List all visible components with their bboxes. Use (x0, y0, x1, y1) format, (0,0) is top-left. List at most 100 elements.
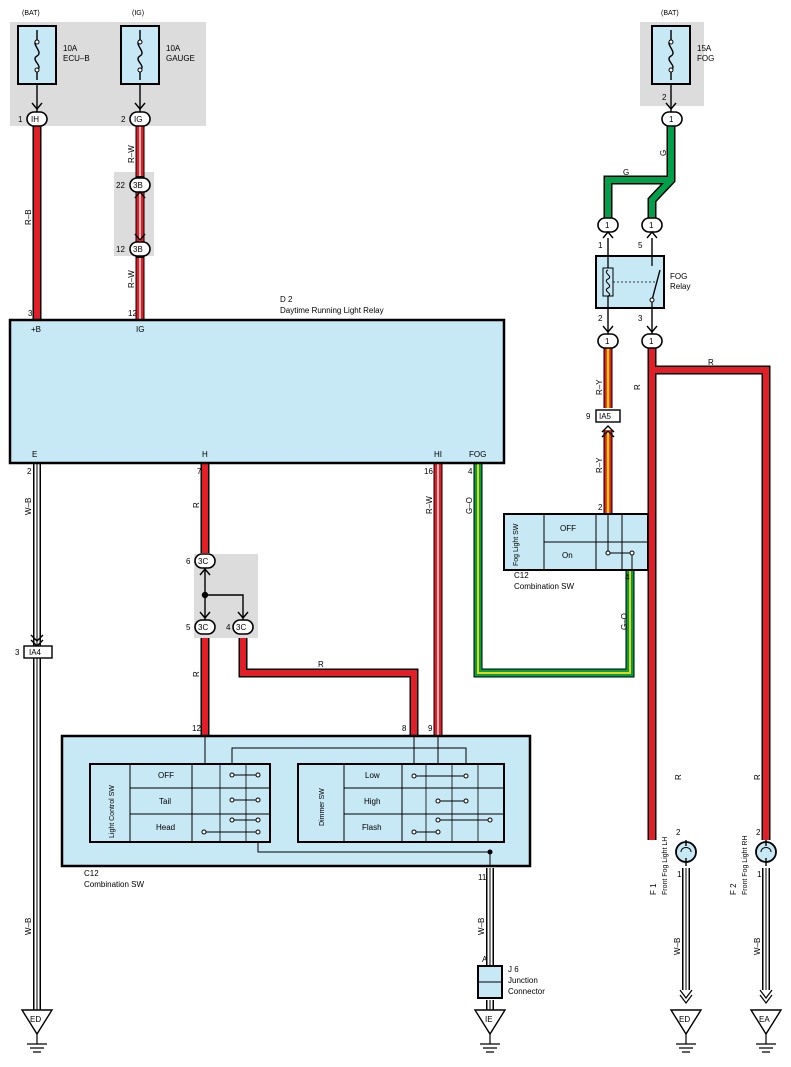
svg-text:2: 2 (676, 828, 681, 837)
svg-text:W–B: W–B (24, 918, 33, 935)
svg-text:R: R (192, 502, 201, 508)
svg-text:1: 1 (649, 221, 654, 230)
junction-connector: A J 6 Junction Connector (477, 955, 545, 999)
svg-text:H: H (202, 450, 208, 459)
white-black-wires (33, 463, 770, 1010)
svg-text:3: 3 (15, 648, 20, 657)
connector-ia4: IA4 3 (15, 634, 53, 659)
svg-text:W–B: W–B (673, 938, 682, 955)
ground-ie: IE (473, 1009, 507, 1053)
svg-text:(BAT): (BAT) (661, 10, 679, 17)
wire-labels: R–B R–W R–W W–B R R R R–W G–O G–O R–Y R–… (24, 145, 762, 955)
svg-text:F 2: F 2 (729, 883, 738, 895)
svg-text:1: 1 (605, 221, 610, 230)
svg-text:G: G (623, 168, 629, 177)
svg-text:3C: 3C (198, 623, 208, 632)
svg-text:W–B: W–B (24, 498, 33, 515)
svg-text:2: 2 (121, 115, 126, 124)
fog-light-lh: 2 1 F 1 Front Fog Light LH (649, 828, 697, 895)
green-orange-wire (473, 463, 635, 678)
svg-text:Fog Light SW: Fog Light SW (513, 523, 520, 566)
svg-text:3B: 3B (133, 181, 143, 190)
svg-text:OFF: OFF (560, 524, 576, 533)
svg-text:12: 12 (116, 245, 125, 254)
svg-text:G: G (659, 150, 668, 156)
connector-3b-top: 3B 22 (116, 177, 151, 199)
svg-text:W–B: W–B (477, 918, 486, 935)
svg-text:Light Control SW: Light Control SW (109, 785, 116, 838)
svg-text:22: 22 (116, 181, 125, 190)
svg-text:16: 16 (424, 467, 433, 476)
svg-text:R–W: R–W (425, 496, 434, 514)
svg-text:9: 9 (586, 412, 591, 421)
fog-light-rh: 2 1 F 2 Front Fog Light RH (729, 828, 777, 895)
connector-3b-bottom: 3B 12 (116, 233, 151, 257)
svg-text:1: 1 (669, 115, 674, 124)
daytime-running-light-relay: D 2 Daytime Running Light Relay 3 +B 12 … (8, 295, 506, 476)
svg-text:2: 2 (598, 314, 603, 323)
svg-text:IE: IE (485, 1015, 493, 1024)
ground-ed-left: ED (20, 1009, 54, 1053)
svg-text:11: 11 (478, 873, 487, 882)
svg-text:R: R (753, 774, 762, 780)
svg-text:7: 7 (197, 467, 202, 476)
green-wire (603, 126, 676, 218)
fog-relay: 1 1 1 5 FOG Relay 2 3 1 1 (595, 217, 690, 349)
svg-text:IA5: IA5 (599, 412, 612, 421)
svg-text:8: 8 (402, 724, 407, 733)
svg-text:Combination SW: Combination SW (514, 582, 574, 591)
svg-text:(IG): (IG) (132, 10, 144, 17)
fuse-gauge: (IG) 10A GAUGE (120, 10, 195, 85)
svg-text:(BAT): (BAT) (22, 10, 40, 17)
ground-ea: EA (749, 989, 783, 1053)
connector-fog-fuse: 1 2 (661, 93, 683, 127)
svg-text:10A: 10A (166, 44, 181, 53)
svg-text:2: 2 (598, 503, 603, 512)
svg-text:IG: IG (136, 325, 144, 334)
svg-text:4: 4 (468, 467, 473, 476)
svg-text:Tail: Tail (159, 797, 171, 806)
svg-text:Relay: Relay (670, 282, 690, 291)
svg-text:OFF: OFF (158, 771, 174, 780)
svg-text:+B: +B (31, 325, 41, 334)
svg-text:Head: Head (156, 823, 175, 832)
svg-text:F 1: F 1 (649, 883, 658, 895)
svg-text:HI: HI (434, 450, 442, 459)
svg-text:3: 3 (638, 314, 643, 323)
svg-text:R: R (674, 774, 683, 780)
red-white-wires (135, 126, 443, 736)
svg-text:4: 4 (625, 573, 630, 582)
svg-text:3: 3 (28, 309, 33, 318)
svg-text:R–Y: R–Y (595, 457, 604, 473)
svg-text:G–O: G–O (465, 497, 474, 514)
svg-text:R: R (633, 384, 642, 390)
svg-text:R–W: R–W (127, 145, 136, 163)
svg-text:5: 5 (186, 623, 191, 632)
svg-text:FOG: FOG (670, 272, 687, 281)
svg-text:15A: 15A (697, 44, 712, 53)
svg-text:IA4: IA4 (29, 648, 42, 657)
svg-text:Junction: Junction (508, 976, 538, 985)
svg-text:G–O: G–O (620, 613, 629, 630)
svg-text:Flash: Flash (362, 823, 382, 832)
svg-text:12: 12 (192, 724, 201, 733)
svg-text:Front Fog Light LH: Front Fog Light LH (662, 837, 669, 895)
svg-text:IG: IG (134, 115, 142, 124)
svg-text:10A: 10A (63, 44, 78, 53)
svg-text:C12: C12 (84, 869, 99, 878)
connector-ig: IG 2 (121, 111, 151, 127)
connector-3c-left: 3C 5 (186, 619, 216, 635)
connector-ia5: IA5 9 (586, 409, 621, 438)
svg-text:2: 2 (662, 93, 667, 102)
connector-ih: IH 1 (18, 111, 48, 127)
combination-switch: 12 8 9 11 C12 Combination SW Light Contr… (60, 724, 532, 889)
svg-text:5: 5 (638, 241, 643, 250)
svg-text:Combination SW: Combination SW (84, 880, 144, 889)
svg-text:D 2: D 2 (280, 295, 293, 304)
svg-text:W–B: W–B (753, 938, 762, 955)
svg-text:3C: 3C (236, 623, 246, 632)
svg-text:1: 1 (605, 337, 610, 346)
svg-text:J 6: J 6 (508, 965, 519, 974)
svg-text:2: 2 (756, 828, 761, 837)
